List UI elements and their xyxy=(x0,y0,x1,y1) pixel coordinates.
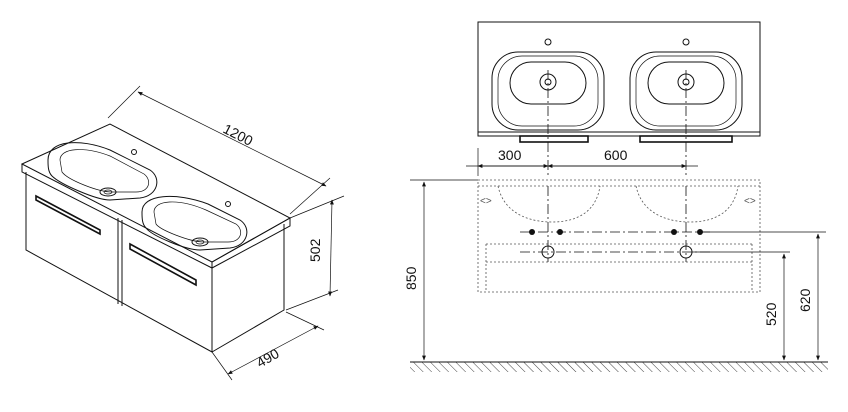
dimension-width-label: 1200 xyxy=(221,120,256,148)
basin-right xyxy=(141,195,248,251)
isometric-view: 1200 502 490 xyxy=(20,85,345,381)
svg-text:<>: <> xyxy=(744,196,756,207)
dimension-width: 1200 xyxy=(107,85,331,215)
drawer-handle-left xyxy=(35,194,101,236)
dimension-total-height-label: 850 xyxy=(403,266,419,290)
dimension-height: 502 xyxy=(285,195,345,311)
svg-text:<>: <> xyxy=(480,196,492,207)
front-view: <> <> 850 520 620 xyxy=(403,179,828,372)
countertop-front-edge xyxy=(21,164,213,269)
dimension-supply-height-label: 620 xyxy=(797,288,813,312)
floor-hatch xyxy=(410,362,828,372)
countertop-side-edge xyxy=(211,217,291,269)
dimension-offset-between-label: 600 xyxy=(604,147,628,163)
worktop-outline xyxy=(477,21,761,137)
foot-left xyxy=(519,135,589,143)
dimension-depth: 490 xyxy=(211,311,325,381)
drawer-divider xyxy=(117,218,123,306)
dimension-depth-label: 490 xyxy=(254,345,282,371)
waste-outlet xyxy=(541,245,555,259)
supply-point xyxy=(557,229,563,235)
cabinet-side xyxy=(211,224,285,353)
drawer-handle-right xyxy=(129,242,197,287)
cabinet-outline xyxy=(477,179,761,293)
dimension-waste-height-label: 520 xyxy=(763,302,779,326)
top-view: 300 600 xyxy=(466,21,761,176)
supply-point xyxy=(671,229,677,235)
supply-point xyxy=(529,229,535,235)
dimension-height-label: 502 xyxy=(307,238,323,262)
dimension-offset-left-label: 300 xyxy=(498,147,522,163)
cabinet-front xyxy=(25,172,213,353)
basin-left xyxy=(47,142,158,201)
